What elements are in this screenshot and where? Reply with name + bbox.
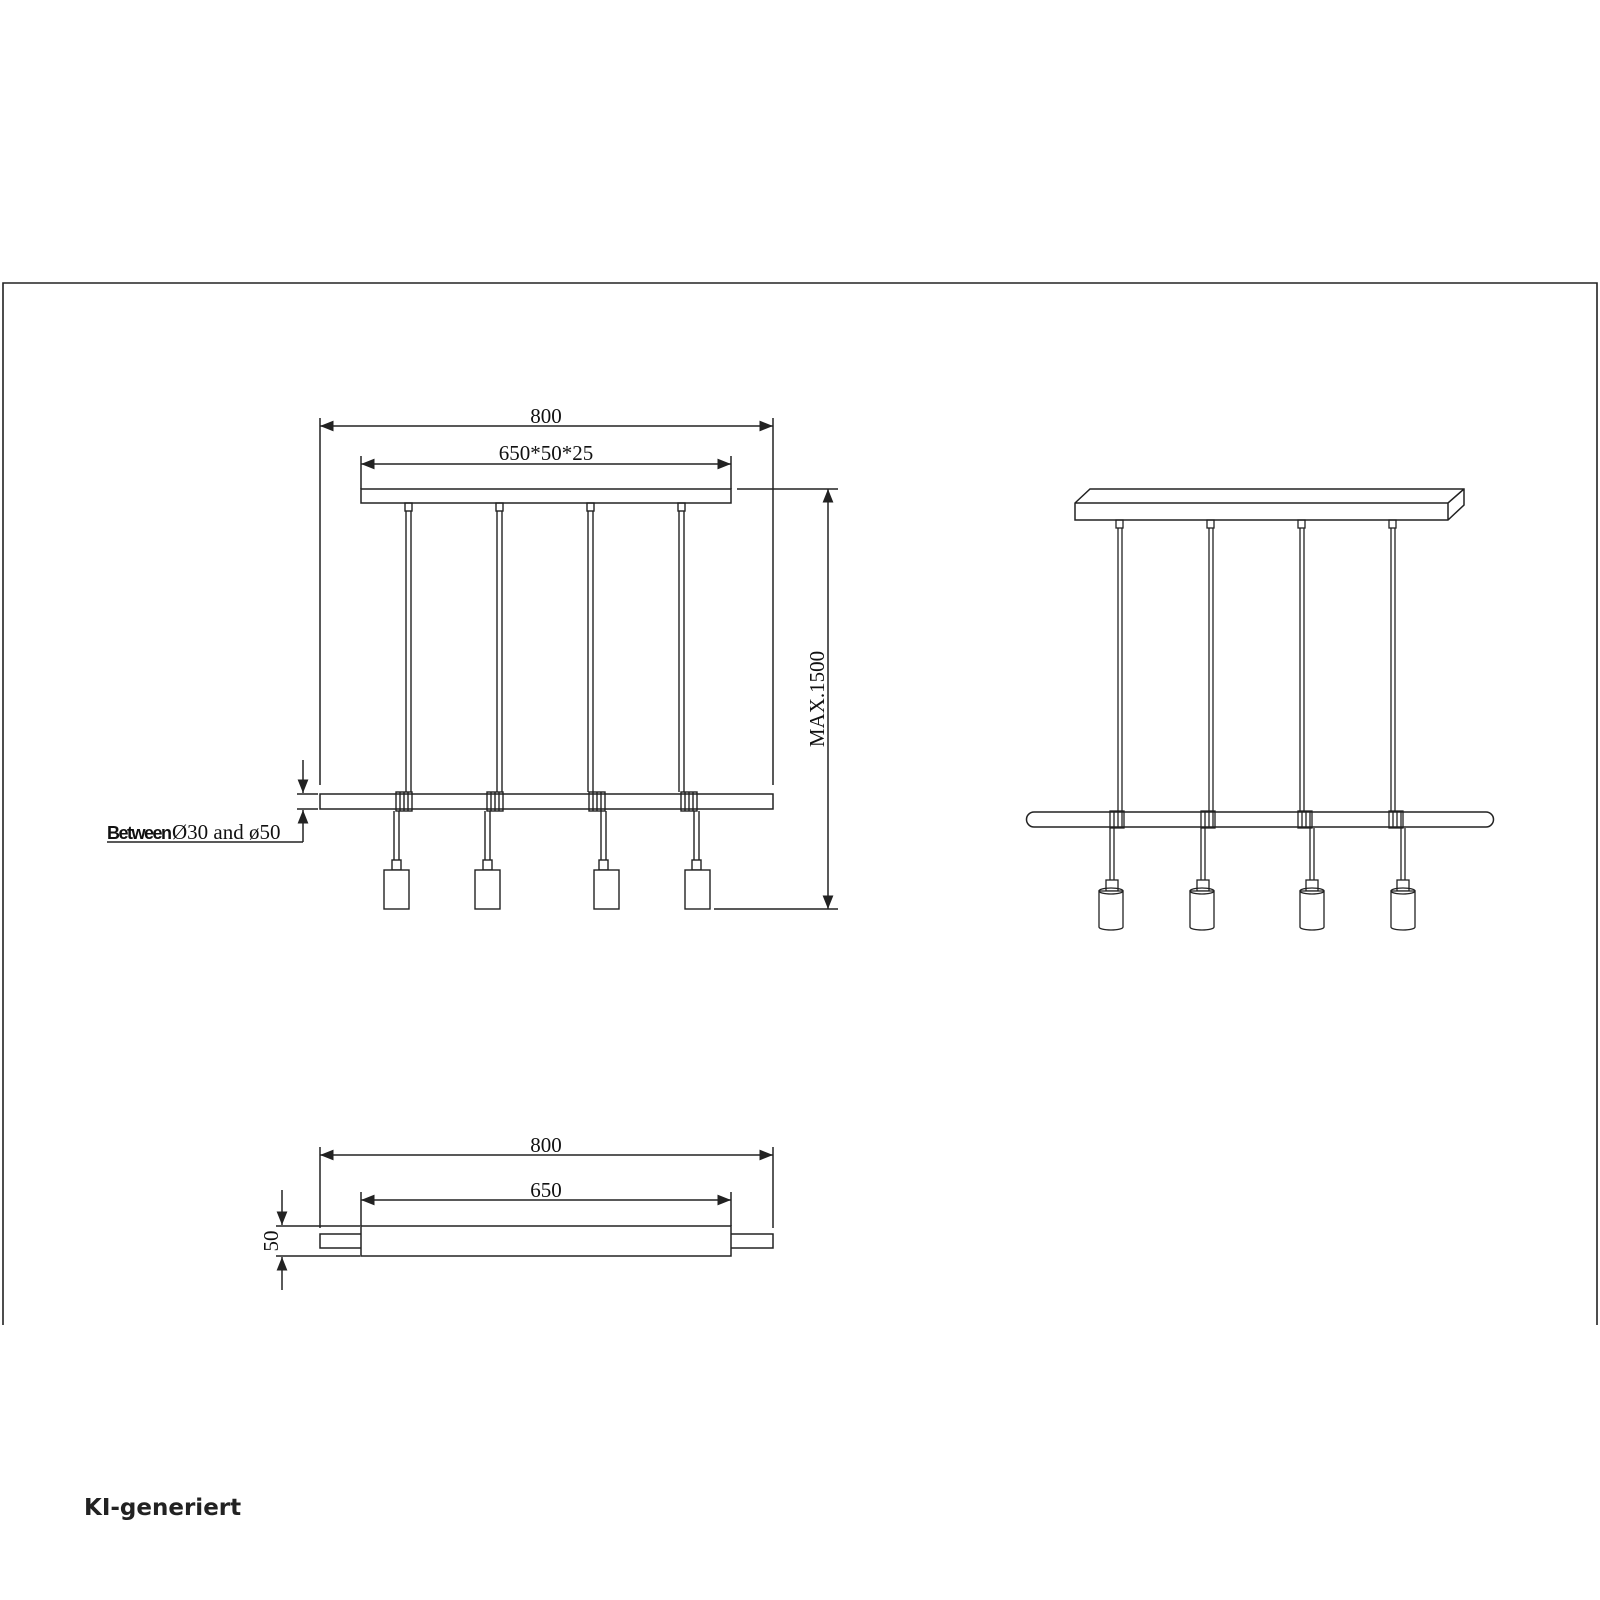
perspective-view [1025, 488, 1495, 828]
perspective-pendant [1098, 519, 1125, 931]
top-view [276, 1147, 774, 1290]
drawing-frame [2, 282, 1598, 1325]
perspective-pendant [1297, 519, 1325, 931]
footer-label: KI-generiert [84, 1495, 242, 1521]
top-canopy [360, 1225, 732, 1257]
perspective-pendant [1388, 519, 1416, 931]
label-diameter-note: Ø30 and ø50 [172, 820, 281, 844]
label-max-height: MAX.1500 [805, 651, 829, 747]
perspective-light-bar [1025, 811, 1495, 828]
label-canopy-size: 650*50*25 [499, 441, 594, 465]
front-pendant [586, 502, 620, 910]
top-label-canopy-depth: 50 [259, 1231, 283, 1252]
top-label-canopy-length: 650 [530, 1178, 562, 1202]
front-view [107, 418, 838, 910]
light-bar [319, 793, 774, 810]
label-diameter-prefix: Between [107, 823, 171, 843]
top-label-overall-width: 800 [530, 1133, 562, 1157]
canopy [360, 488, 732, 504]
label-overall-width: 800 [530, 404, 562, 428]
perspective-pendant [1189, 519, 1216, 931]
perspective-canopy [1074, 488, 1465, 521]
front-pendant [383, 502, 413, 910]
front-pendant [474, 502, 504, 910]
front-pendant [677, 502, 711, 910]
